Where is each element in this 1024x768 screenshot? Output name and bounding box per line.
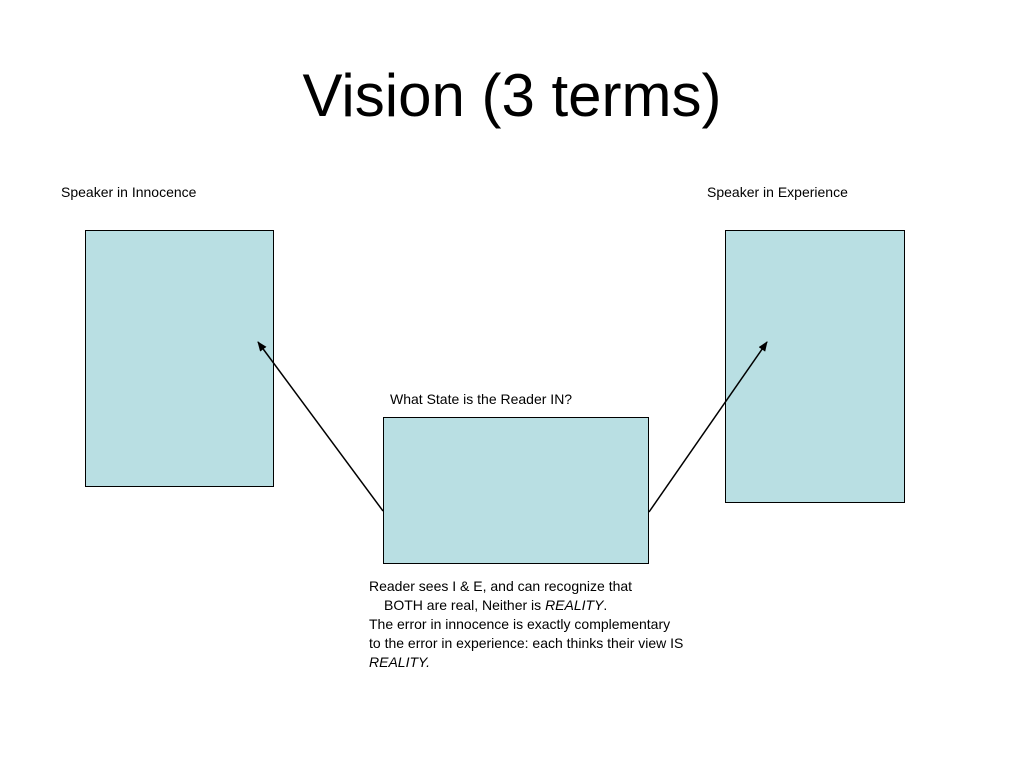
arrow-reader-to-innocence (257, 341, 384, 512)
note-line-4: to the error in experience: each thinks … (369, 635, 684, 651)
box-reader (383, 417, 649, 564)
note-line-5-emphasis: REALITY. (369, 654, 430, 670)
slide-title: Vision (3 terms) (302, 62, 722, 129)
note-line-2: BOTH are real, Neither is REALITY. (369, 596, 709, 615)
note-line-1: Reader sees I & E, and can recognize tha… (369, 578, 633, 594)
note-line-2-suffix: . (603, 597, 608, 613)
note-line-3: The error in innocence is exactly comple… (369, 616, 671, 632)
reader-note: Reader sees I & E, and can recognize tha… (369, 577, 709, 672)
label-speaker-innocence: Speaker in Innocence (61, 184, 197, 200)
box-speaker-innocence (85, 230, 274, 487)
note-line-2-prefix: BOTH are real, Neither is (384, 597, 546, 613)
label-reader-question: What State is the Reader IN? (390, 391, 573, 407)
label-speaker-experience: Speaker in Experience (707, 184, 848, 200)
box-speaker-experience (725, 230, 905, 503)
note-line-5: REALITY. (369, 653, 709, 672)
note-line-2-emphasis: REALITY (545, 597, 604, 613)
